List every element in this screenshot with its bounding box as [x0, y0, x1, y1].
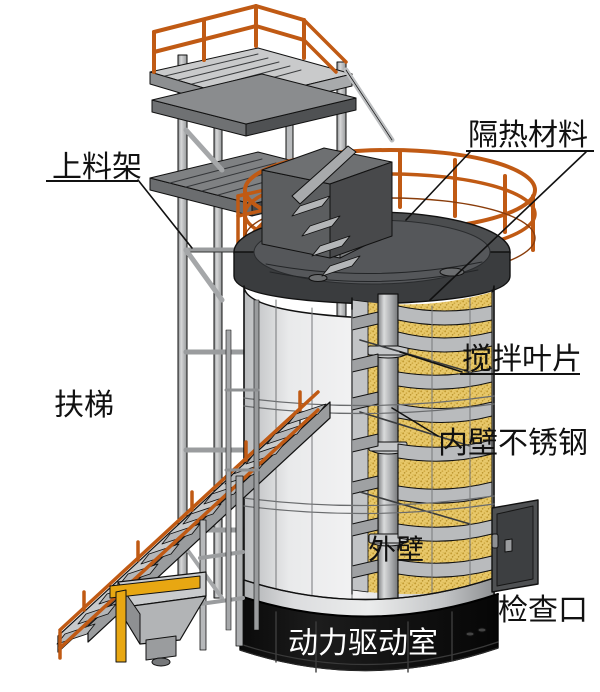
inspection-door: [491, 499, 539, 593]
tank-support-pipes: [224, 299, 260, 631]
base-drive: [239, 593, 499, 673]
leader-lines: [137, 151, 587, 437]
label-stirring-blades: 搅拌叶片: [462, 343, 582, 376]
label-feeding-frame: 上料架: [52, 151, 142, 184]
upper-platform-railing: [152, 4, 348, 74]
label-outer-wall: 外壁: [368, 534, 425, 565]
label-insulation-material-underline: [466, 150, 594, 152]
label-stirring-blades-underline: [460, 373, 580, 375]
label-inner-wall-stainless: 内壁不锈钢: [438, 427, 588, 460]
label-feeding-frame-underline: [46, 180, 138, 182]
label-stairs: 扶梯: [54, 389, 114, 422]
tank-top-deck: [233, 147, 511, 305]
label-inspection-port: 检查口: [498, 594, 588, 627]
agitator-shaft: [367, 293, 409, 605]
feed-hopper-area: [109, 475, 245, 667]
label-insulation-material: 隔热材料: [468, 119, 588, 152]
label-power-drive-room: 动力驱动室: [288, 627, 438, 660]
